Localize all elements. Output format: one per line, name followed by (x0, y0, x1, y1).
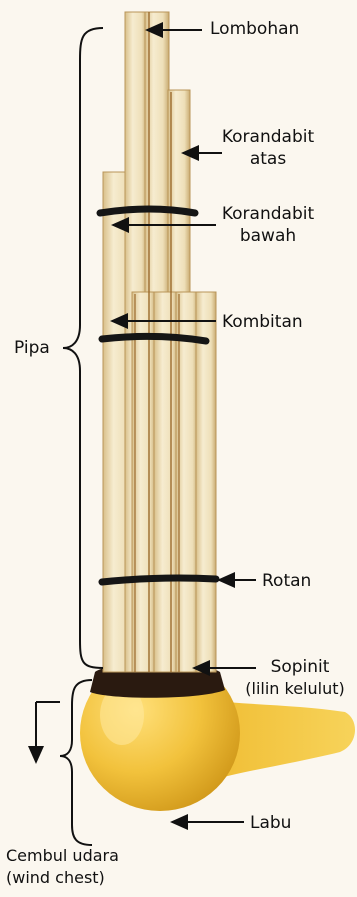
pipa-brace (63, 28, 103, 668)
label-rotan: Rotan (262, 571, 311, 591)
label-lombohan: Lombohan (210, 19, 299, 39)
label-korandabit-atas-2: atas (250, 149, 287, 169)
label-sopinit-2: (lilin kelulut) (245, 679, 344, 698)
label-kombitan: Kombitan (222, 312, 303, 332)
label-labu: Labu (250, 813, 291, 833)
label-korandabit-atas-1: Korandabit (222, 127, 315, 147)
label-korandabit-bawah-1: Korandabit (222, 204, 315, 224)
pipe-6 (154, 292, 178, 672)
label-cembul-1: Cembul udara (6, 846, 119, 865)
label-sopinit-1: Sopinit (271, 657, 330, 677)
band-bottom (102, 578, 216, 582)
pipe-5 (132, 292, 156, 672)
label-cembul-2: (wind chest) (6, 868, 105, 887)
band-top (100, 209, 195, 213)
pipe-8 (196, 292, 216, 672)
label-pipa: Pipa (14, 338, 50, 358)
label-korandabit-bawah-2: bawah (240, 226, 296, 246)
